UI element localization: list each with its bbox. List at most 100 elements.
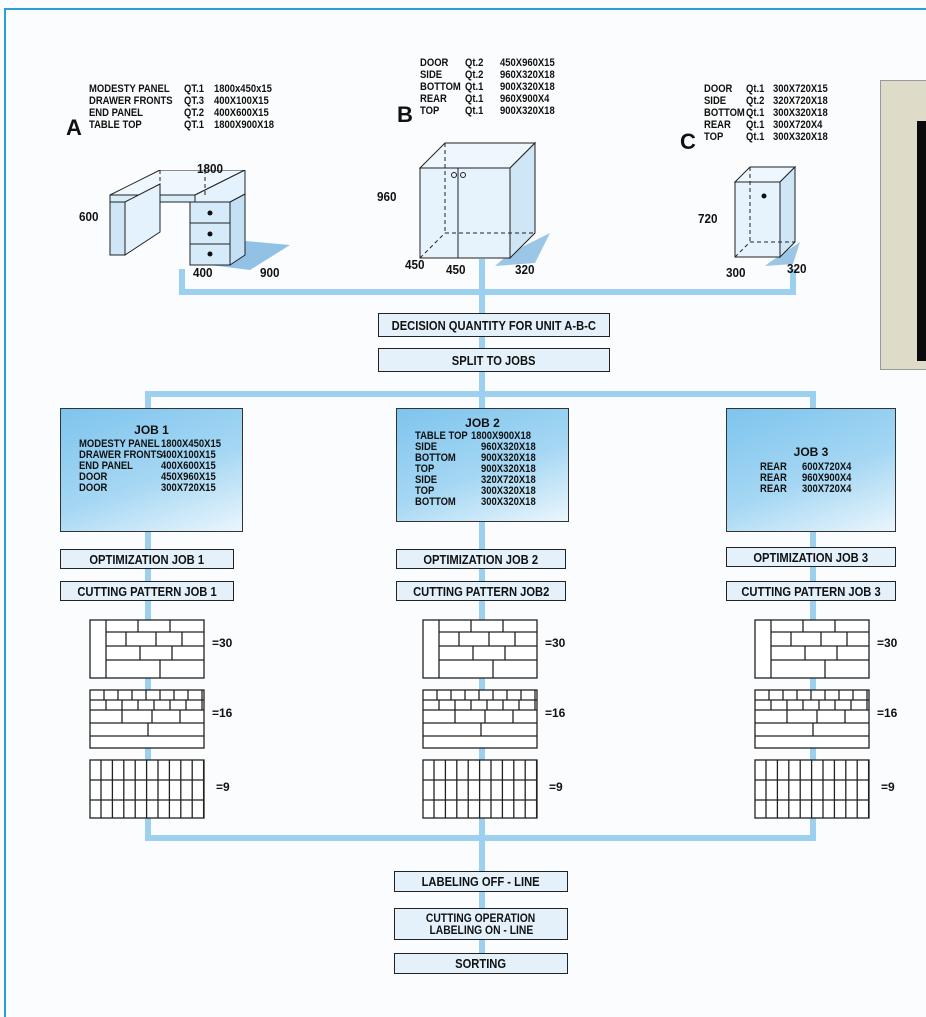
job-1-row-name: END PANEL [79,460,133,472]
job-3-cutting-sheet-9 [753,758,871,825]
job-2-title: JOB 2 [465,416,500,430]
job-3-row-name: REAR [760,472,787,484]
job-2-row-name: SIDE [415,474,438,486]
split-to-jobs-step: SPLIT TO JOBS [378,348,610,372]
job-1-row-size: 1800X450X15 [161,438,221,450]
unit-c-part-qty: Qt.2 [746,95,765,107]
unit-c-part-size: 300X320X18 [773,131,828,143]
decision-quantity-step: DECISION QUANTITY FOR UNIT A-B-C [378,313,610,337]
job-3-pattern-count: =9 [881,780,895,794]
job-3-row-size: 300X720X4 [802,483,852,495]
unit-b-dim-depth: 320 [515,262,535,277]
job-1-row-size: 400X600X15 [161,460,216,472]
job-1-pattern-count: =30 [212,636,233,650]
unit-c-part-name: DOOR [704,83,733,95]
job-1-optimization-label: OPTIMIZATION JOB 1 [89,551,205,567]
job-2-pattern-count: =30 [545,636,566,650]
unit-c-part-size: 300X720X4 [773,119,823,131]
unit-a-part-name: END PANEL [89,107,143,119]
job-2-row-name: SIDE [415,441,438,453]
job-1-row-name: DRAWER FRONTS [79,449,163,461]
job-1-row-size: 400X100X15 [161,449,216,461]
job-2-cutting-sheet-9 [421,758,539,825]
cutting-operation-label: CUTTING OPERATION [426,911,536,925]
labeling-on-line-label: LABELING ON - LINE [429,923,533,937]
unit-c-part-qty: Qt.1 [746,131,765,143]
unit-b-part-size: 450X960X15 [500,57,555,69]
unit-a-part-name: TABLE TOP [89,119,142,131]
job-1-cutting-pattern-label: CUTTING PATTERN JOB 1 [77,583,217,599]
unit-b-part-size: 960X900X4 [500,93,550,105]
unit-a-part-qty: QT.1 [184,119,204,131]
job-2-row-size: 300X320X18 [481,496,536,508]
unit-b-letter: B [397,102,413,127]
job-3-cutting-sheet-16 [753,688,871,755]
job-1-row-name: DOOR [79,471,108,483]
job-3-box: JOB 3 REAR 600X720X4 REAR 960X900X4 REAR… [726,408,896,532]
job-2-row-name: BOTTOM [415,496,456,508]
job-3-optimization-step: OPTIMIZATION JOB 3 [726,547,896,567]
unit-b-part-qty: Qt.2 [465,57,484,69]
job-2-row-size: 960X320X18 [481,441,536,453]
job-2-box: JOB 2 TABLE TOP 1800X900X18 SIDE 960X320… [396,408,569,522]
labeling-off-line-label: LABELING OFF - LINE [421,874,541,889]
unit-a-dim-height: 600 [79,209,99,224]
unit-a-part-qty: QT.1 [184,83,204,95]
page-frame [4,8,926,1017]
job-1-row-name: MODESTY PANEL [79,438,160,450]
unit-b-dim-door-width-2: 450 [446,262,466,277]
job-1-pattern-count: =16 [212,706,233,720]
unit-c-part-name: BOTTOM [704,107,745,119]
unit-b-part-qty: Qt.1 [465,105,484,117]
unit-b-dim-door-width: 450 [405,257,425,272]
unit-a-part-size: 1800X900X18 [214,119,274,131]
job-3-pattern-count: =30 [877,636,898,650]
unit-a-part-qty: QT.3 [184,95,204,107]
unit-b-dim-height: 960 [377,189,397,204]
monitor-image [880,80,926,370]
job-1-box: JOB 1 MODESTY PANEL 1800X450X15 DRAWER F… [60,408,243,532]
unit-c-letter: C [680,129,696,154]
job-2-row-name: TOP [415,463,435,475]
job-3-cutting-pattern-step: CUTTING PATTERN JOB 3 [726,581,896,601]
job-2-optimization-label: OPTIMIZATION JOB 2 [423,551,539,567]
job-3-optimization-label: OPTIMIZATION JOB 3 [753,549,869,565]
job-2-row-size: 320X720X18 [481,474,536,486]
unit-b-part-qty: Qt.1 [465,93,484,105]
unit-a-dim-depth: 900 [260,265,280,280]
job-2-cutting-pattern-step: CUTTING PATTERN JOB2 [396,581,566,601]
labeling-off-line-step: LABELING OFF - LINE [394,871,568,892]
job-3-cutting-pattern-label: CUTTING PATTERN JOB 3 [741,583,881,599]
cabinet-unit-b-drawing [418,141,550,266]
unit-a-part-size: 1800x450x15 [214,83,272,95]
job-1-title: JOB 1 [134,423,169,437]
unit-b-part-size: 900X320X18 [500,81,555,93]
unit-b-part-name: SIDE [420,69,443,81]
unit-c-part-name: SIDE [704,95,727,107]
job-3-pattern-count: =16 [877,706,898,720]
unit-a-dim-length: 1800 [197,161,224,176]
unit-c-dim-width: 300 [726,265,746,280]
job-2-cutting-sheet-30 [421,618,539,685]
job-2-row-name: TOP [415,485,435,497]
unit-c-part-name: REAR [704,119,731,131]
unit-c-part-qty: Qt.1 [746,119,765,131]
unit-c-part-qty: Qt.1 [746,107,765,119]
job-2-pattern-count: =9 [549,780,563,794]
unit-b-part-size: 900X320X18 [500,105,555,117]
job-3-title: JOB 3 [793,445,829,459]
unit-a-dim-drawer-width: 400 [193,265,213,280]
job-2-row-size: 900X320X18 [481,463,536,475]
job-3-cutting-sheet-30 [753,618,871,685]
unit-c-part-size: 320X720X18 [773,95,828,107]
job-3-row-size: 960X900X4 [802,472,852,484]
unit-a-letter: A [66,115,82,140]
unit-c-dim-height: 720 [698,211,718,226]
job-1-cutting-sheet-9 [88,758,206,825]
cutting-operation-step: CUTTING OPERATION LABELING ON - LINE [394,908,568,940]
unit-b-part-size: 960X320X18 [500,69,555,81]
unit-c-part-size: 300X320X18 [773,107,828,119]
job-2-cutting-sheet-16 [421,688,539,755]
unit-b-part-name: TOP [420,105,440,117]
